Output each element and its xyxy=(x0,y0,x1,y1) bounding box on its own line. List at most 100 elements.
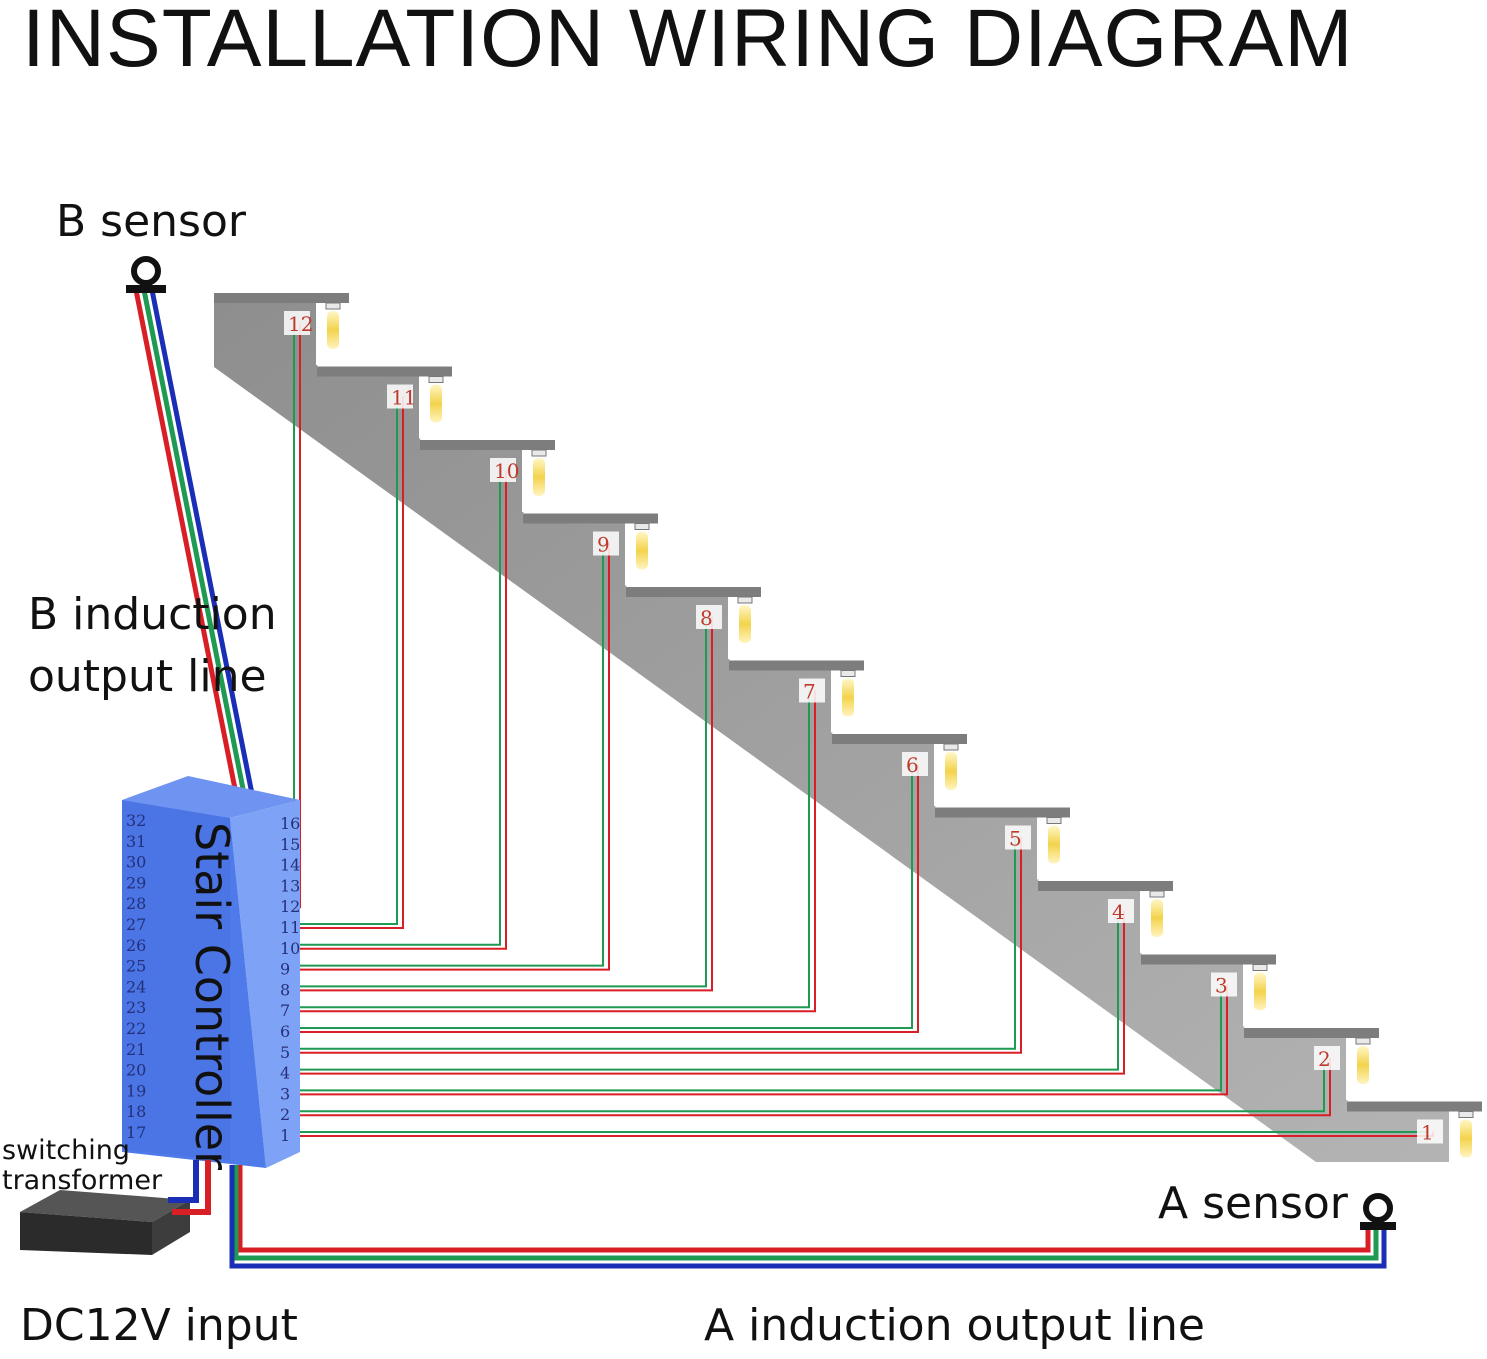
step-number-4: 4 xyxy=(1112,900,1125,924)
wire-step-10 xyxy=(296,470,507,950)
left-port-22: 22 xyxy=(126,1019,146,1038)
step-tread xyxy=(317,366,452,377)
led-light xyxy=(1254,972,1266,1011)
wire-step-8 xyxy=(296,617,713,992)
led-light xyxy=(842,678,854,717)
step-number-11: 11 xyxy=(391,386,416,410)
led-fixture xyxy=(428,376,444,383)
switching-transformer-label: switching transformer xyxy=(2,1136,162,1196)
b-sensor-label: B sensor xyxy=(56,196,246,247)
step-number-1: 1 xyxy=(1421,1121,1434,1145)
controller-name: Stair Controller xyxy=(185,822,239,1170)
right-port-15: 15 xyxy=(280,835,300,854)
step-tread xyxy=(1244,1028,1379,1038)
right-port-14: 14 xyxy=(280,856,300,875)
b-induction-label: B induction output line xyxy=(28,584,277,708)
led-light xyxy=(636,531,648,570)
led-fixture xyxy=(1355,1037,1371,1045)
right-port-5: 5 xyxy=(280,1043,290,1062)
led-light xyxy=(1151,899,1163,937)
step-number-8: 8 xyxy=(700,606,713,630)
wire-step-7 xyxy=(296,690,816,1013)
dc-input-wires xyxy=(168,1160,211,1215)
b-induction-cable xyxy=(133,289,257,805)
step-tread xyxy=(1347,1101,1482,1112)
step-number-9: 9 xyxy=(597,533,610,557)
wire-step-1 xyxy=(296,1131,1434,1137)
right-port-6: 6 xyxy=(280,1022,290,1041)
a-sensor-label: A sensor xyxy=(1158,1178,1348,1229)
page-title: INSTALLATION WIRING DIAGRAM xyxy=(22,0,1354,84)
led-fixture xyxy=(531,449,547,457)
step-number-12: 12 xyxy=(288,312,313,336)
step-tread xyxy=(523,513,658,524)
led-fixture xyxy=(1046,817,1062,824)
led-fixture xyxy=(1149,890,1165,898)
right-port-1: 1 xyxy=(280,1126,290,1145)
led-fixture xyxy=(1458,1111,1474,1118)
led-light xyxy=(533,458,545,496)
step-tread xyxy=(1141,954,1276,965)
step-tread xyxy=(832,734,967,744)
left-port-20: 20 xyxy=(126,1061,146,1080)
led-fixture xyxy=(737,596,753,604)
wire-step-2 xyxy=(296,1058,1331,1117)
step-number-10: 10 xyxy=(494,459,519,483)
step-tread xyxy=(214,293,349,303)
switching-transformer xyxy=(20,1190,190,1255)
right-port-7: 7 xyxy=(280,1001,290,1020)
led-fixture xyxy=(840,670,856,677)
wire-step-9 xyxy=(296,543,610,971)
left-port-24: 24 xyxy=(126,977,146,996)
left-port-25: 25 xyxy=(126,957,146,976)
step-tread xyxy=(626,587,761,597)
left-port-26: 26 xyxy=(126,936,146,955)
right-port-11: 11 xyxy=(280,918,300,937)
left-port-21: 21 xyxy=(126,1040,146,1059)
step-tread xyxy=(729,660,864,671)
led-fixture xyxy=(325,302,341,310)
stair-controller xyxy=(122,776,300,1168)
step-tread xyxy=(1038,881,1173,891)
step-number-7: 7 xyxy=(803,680,816,704)
left-port-18: 18 xyxy=(126,1102,146,1121)
right-port-2: 2 xyxy=(280,1105,290,1124)
left-port-29: 29 xyxy=(126,873,146,892)
right-port-13: 13 xyxy=(280,876,300,895)
left-port-32: 32 xyxy=(126,811,146,830)
dc-input-label: DC12V input xyxy=(20,1300,298,1351)
right-port-10: 10 xyxy=(280,939,300,958)
b-induction-label-line1: B induction xyxy=(28,589,277,640)
switching-label-line2: transformer xyxy=(2,1165,163,1196)
wire-step-6 xyxy=(296,764,919,1033)
wire-step-5 xyxy=(296,837,1022,1054)
left-port-28: 28 xyxy=(126,894,146,913)
left-port-31: 31 xyxy=(126,832,146,851)
wire-step-3 xyxy=(296,984,1228,1096)
right-port-16: 16 xyxy=(280,814,300,833)
b-induction-label-line2: output line xyxy=(28,651,267,702)
a-sensor-icon xyxy=(1360,1193,1396,1230)
right-port-3: 3 xyxy=(280,1084,290,1103)
step-tread xyxy=(420,440,555,450)
b-sensor-icon xyxy=(126,256,166,293)
led-light xyxy=(327,311,339,349)
led-fixture xyxy=(1252,964,1268,971)
step-number-6: 6 xyxy=(906,753,919,777)
left-port-30: 30 xyxy=(126,853,146,872)
right-port-8: 8 xyxy=(280,980,290,999)
left-port-19: 19 xyxy=(126,1081,146,1100)
led-light xyxy=(739,605,751,643)
right-port-9: 9 xyxy=(280,960,290,979)
a-induction-label: A induction output line xyxy=(704,1300,1205,1351)
a-induction-cable xyxy=(229,1165,1387,1269)
led-light xyxy=(430,384,442,423)
wire-step-4 xyxy=(296,911,1125,1075)
staircase xyxy=(214,293,1485,1174)
right-port-12: 12 xyxy=(280,897,300,916)
left-port-23: 23 xyxy=(126,998,146,1017)
led-light xyxy=(1048,825,1060,864)
